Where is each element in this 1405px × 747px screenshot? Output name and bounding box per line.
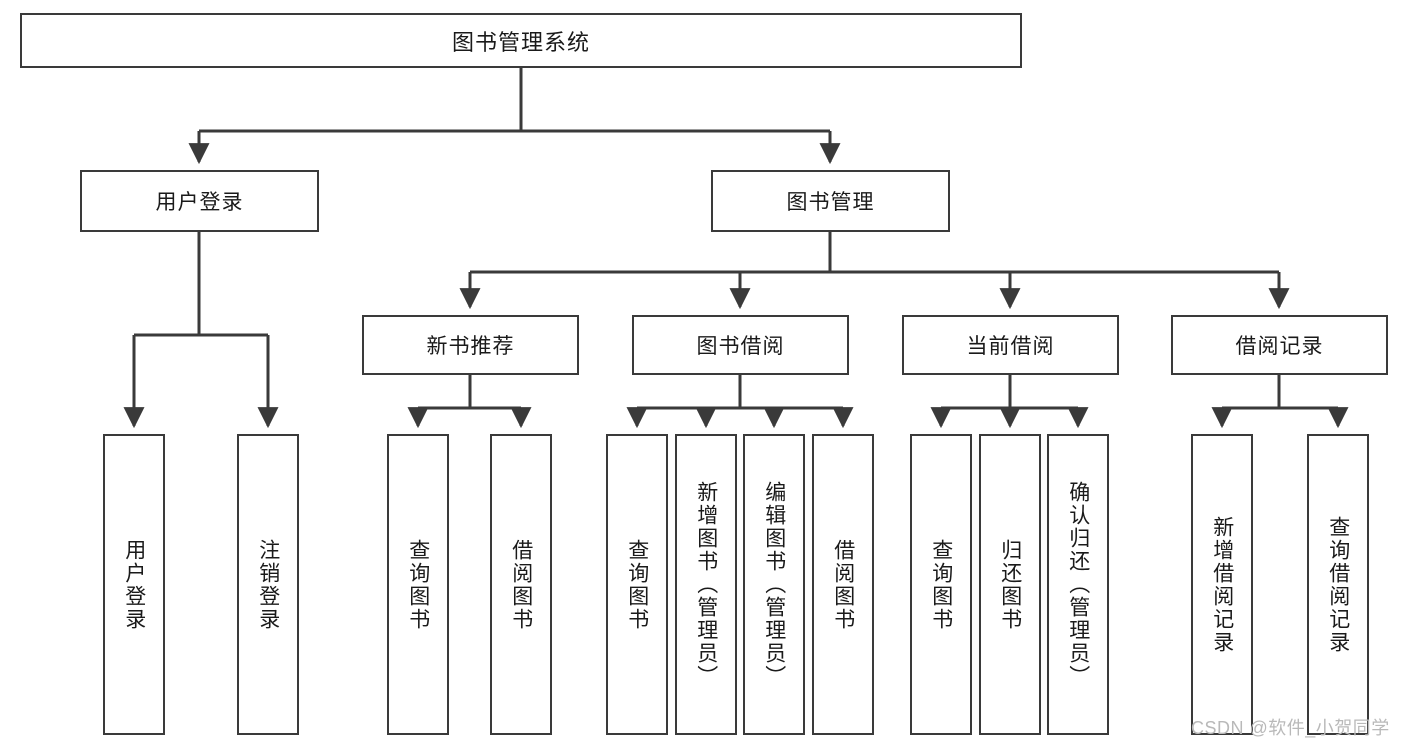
- node-leaf-return-book-label: 归还图书: [998, 538, 1022, 631]
- csdn-watermark: CSDN @软件_小贺同学: [1191, 718, 1390, 738]
- node-borrow-record-label: 借阅记录: [1235, 335, 1324, 358]
- node-leaf-borrow-book-1-label: 借阅图书: [509, 538, 533, 631]
- node-leaf-add-book[interactable]: 新增图书（管理员）: [675, 434, 737, 735]
- node-leaf-confirm-return-label: 确认归还（管理员）: [1066, 481, 1090, 688]
- node-leaf-logout-label: 注销登录: [256, 538, 280, 631]
- node-leaf-borrow-book-2-label: 借阅图书: [831, 538, 855, 631]
- node-borrow-record[interactable]: 借阅记录: [1171, 315, 1388, 375]
- node-leaf-add-record[interactable]: 新增借阅记录: [1191, 434, 1253, 735]
- node-current-borrow-label: 当前借阅: [966, 335, 1055, 358]
- node-leaf-confirm-return[interactable]: 确认归还（管理员）: [1047, 434, 1109, 735]
- node-leaf-query-book-1-label: 查询图书: [406, 538, 430, 631]
- node-leaf-query-book-2[interactable]: 查询图书: [606, 434, 668, 735]
- node-leaf-logout[interactable]: 注销登录: [237, 434, 299, 735]
- node-leaf-borrow-book-2[interactable]: 借阅图书: [812, 434, 874, 735]
- node-leaf-edit-book-label: 编辑图书（管理员）: [762, 481, 786, 688]
- node-leaf-query-book-2-label: 查询图书: [625, 538, 649, 631]
- node-leaf-borrow-book-1[interactable]: 借阅图书: [490, 434, 552, 735]
- node-leaf-query-book-3-label: 查询图书: [929, 538, 953, 631]
- node-leaf-add-book-label: 新增图书（管理员）: [694, 481, 718, 688]
- node-root-label: 图书管理系统: [451, 29, 590, 55]
- node-book-manage-label: 图书管理: [786, 191, 875, 214]
- node-book-borrow-label: 图书借阅: [696, 335, 785, 358]
- node-leaf-user-login[interactable]: 用户登录: [103, 434, 165, 735]
- node-user-login[interactable]: 用户登录: [80, 170, 319, 232]
- node-book-borrow[interactable]: 图书借阅: [632, 315, 849, 375]
- node-leaf-query-book-1[interactable]: 查询图书: [387, 434, 449, 735]
- node-new-book-rec-label: 新书推荐: [426, 335, 515, 358]
- node-book-manage[interactable]: 图书管理: [711, 170, 950, 232]
- node-leaf-user-login-label: 用户登录: [122, 538, 146, 631]
- node-leaf-add-record-label: 新增借阅记录: [1210, 515, 1234, 654]
- node-current-borrow[interactable]: 当前借阅: [902, 315, 1119, 375]
- node-leaf-query-book-3[interactable]: 查询图书: [910, 434, 972, 735]
- node-leaf-query-record[interactable]: 查询借阅记录: [1307, 434, 1369, 735]
- node-leaf-return-book[interactable]: 归还图书: [979, 434, 1041, 735]
- node-leaf-query-record-label: 查询借阅记录: [1326, 515, 1350, 654]
- node-new-book-rec[interactable]: 新书推荐: [362, 315, 579, 375]
- node-user-login-label: 用户登录: [155, 191, 244, 214]
- node-root[interactable]: 图书管理系统: [20, 13, 1022, 68]
- node-leaf-edit-book[interactable]: 编辑图书（管理员）: [743, 434, 805, 735]
